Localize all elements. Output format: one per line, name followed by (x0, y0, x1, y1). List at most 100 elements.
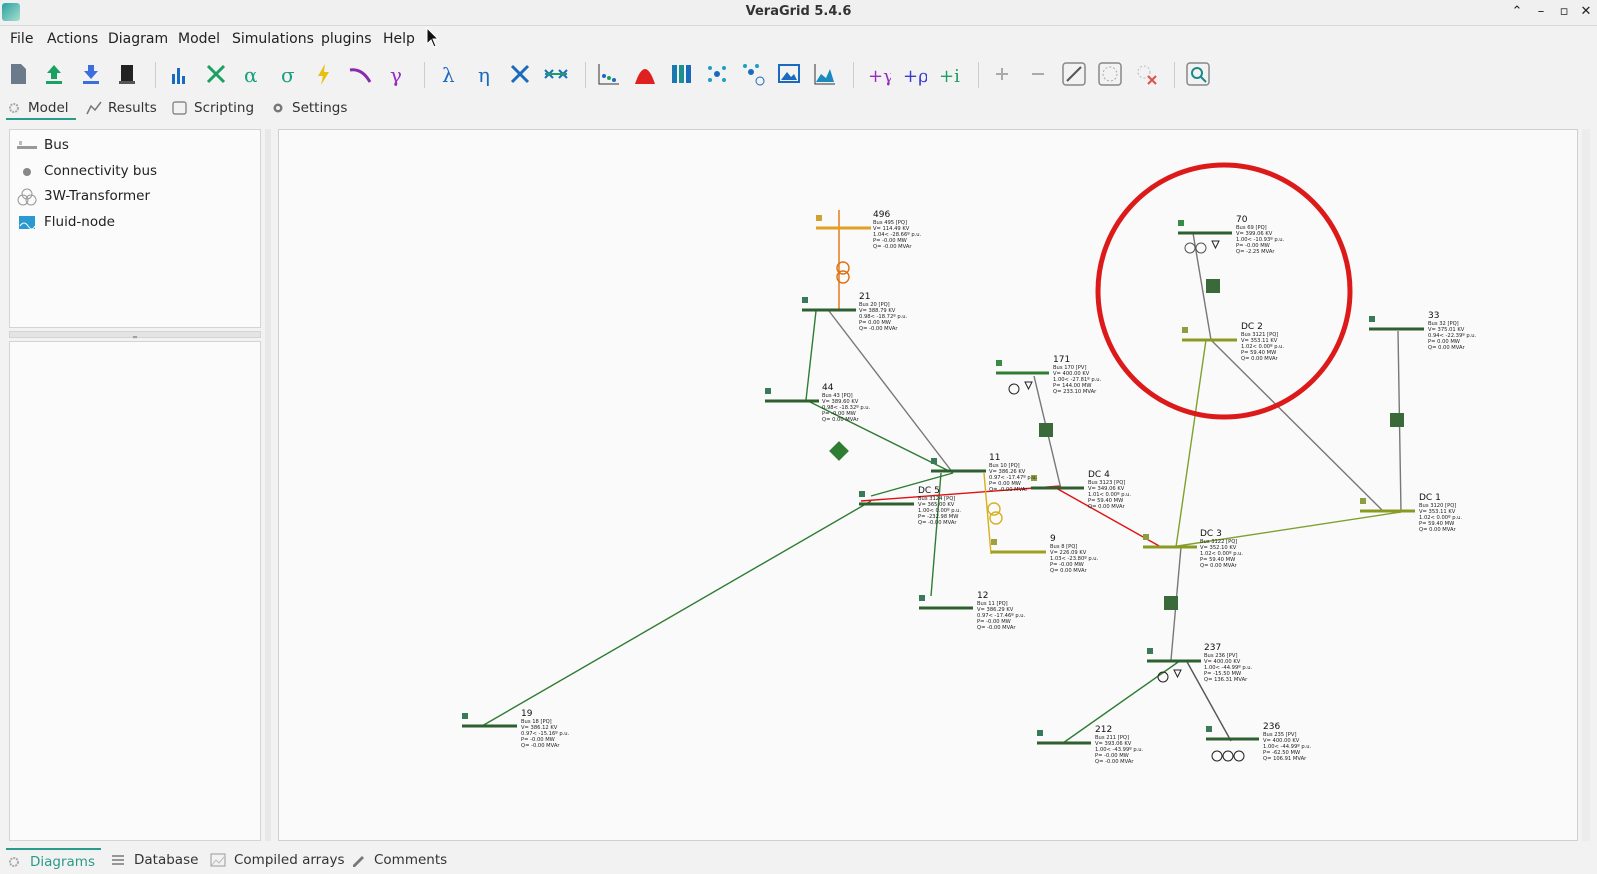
svg-text:P= -0.00 MW: P= -0.00 MW (1095, 753, 1129, 759)
lambda-icon[interactable]: λ (434, 60, 462, 88)
tab-diagrams[interactable]: Diagrams (6, 848, 101, 872)
power-flow-icon[interactable] (165, 60, 193, 88)
svg-text:λ: λ (442, 63, 455, 87)
upload-icon[interactable] (40, 60, 68, 88)
library-item-fluid-node[interactable]: Fluid-node (16, 212, 256, 234)
library-item-bus[interactable]: Bus (16, 135, 256, 157)
delete-selection-icon[interactable] (1132, 60, 1160, 88)
bottom-tabs: Diagrams Database Compiled arrays Commen… (0, 846, 1597, 874)
maximize-button[interactable]: ▫ (1559, 4, 1569, 19)
curve-icon[interactable] (346, 60, 374, 88)
tab-scripting[interactable]: Scripting (172, 98, 262, 120)
plugin-gamma-icon[interactable]: +γ (863, 60, 894, 88)
plugin-i-icon[interactable]: +i (935, 60, 963, 88)
svg-text:Q= -0.00 MVAr: Q= -0.00 MVAr (873, 244, 912, 250)
map-icon[interactable] (1096, 60, 1124, 88)
svg-text:19: 19 (521, 709, 533, 719)
svg-text:P= -15.50 MW: P= -15.50 MW (1204, 671, 1241, 677)
tab-model[interactable]: Model (6, 98, 76, 120)
svg-text:Q= 0.00 MVAr: Q= 0.00 MVAr (1419, 527, 1457, 533)
zoom-in-icon[interactable] (988, 60, 1016, 88)
new-file-icon[interactable] (4, 60, 32, 88)
svg-text:V= 349.06 KV: V= 349.06 KV (1088, 486, 1125, 492)
distribution-icon[interactable] (631, 60, 659, 88)
svg-text:Bus 170 [PV]: Bus 170 [PV] (1053, 365, 1086, 371)
search-diagram-icon[interactable] (1184, 60, 1212, 88)
image-chart-icon[interactable] (775, 60, 803, 88)
devices (829, 240, 1404, 762)
grid-diagram-canvas[interactable]: 496 Bus 495 [PQ] V= 114.49 KV 1.04< -28.… (278, 129, 1578, 841)
library-item-connectivity-bus[interactable]: Connectivity bus (16, 161, 256, 183)
contingency-series-icon[interactable] (542, 60, 570, 88)
alpha-icon[interactable]: α (238, 60, 266, 88)
svg-text:P= -62.50 MW: P= -62.50 MW (1263, 750, 1300, 756)
bus-label-236: 236 Bus 235 [PV] V= 400.00 KV 1.00< -44.… (1263, 722, 1312, 762)
svg-text:Bus 10 [PQ]: Bus 10 [PQ] (989, 463, 1020, 469)
svg-text:0.97< -17.47º p.u.: 0.97< -17.47º p.u. (989, 475, 1038, 481)
svg-text:Bus 3123 [PQ]: Bus 3123 [PQ] (1088, 480, 1125, 486)
tab-compiled-arrays[interactable]: Compiled arrays (210, 848, 345, 872)
tab-settings[interactable]: Settings (270, 98, 360, 120)
close-button[interactable]: ✕ (1580, 4, 1592, 19)
svg-text:Q= -0.00 MVAr: Q= -0.00 MVAr (859, 326, 898, 332)
download-icon[interactable] (77, 60, 105, 88)
library-item-3w-transformer[interactable]: 3W-Transformer (16, 186, 256, 208)
area-chart-icon[interactable] (811, 60, 839, 88)
tab-database[interactable]: Database (110, 848, 200, 872)
tab-results[interactable]: Results (86, 98, 166, 120)
bus-labels: 496 Bus 495 [PQ] V= 114.49 KV 1.04< -28.… (521, 210, 1477, 765)
sigma-icon[interactable]: σ (274, 60, 302, 88)
menu-model[interactable]: Model (178, 31, 221, 47)
menu-diagram[interactable]: Diagram (108, 31, 169, 47)
canvas-scrollbar[interactable] (1582, 129, 1590, 841)
app-logo-icon (2, 3, 20, 21)
tab-comments[interactable]: Comments (350, 848, 450, 872)
terminal-icon (172, 101, 187, 115)
bus-label-33: 33 Bus 32 [PQ] V= 375.01 KV 0.94< -22.39… (1428, 311, 1477, 351)
save-icon[interactable] (113, 60, 141, 88)
svg-text:V= 400.00 KV: V= 400.00 KV (1204, 659, 1241, 665)
zoom-out-icon[interactable] (1024, 60, 1052, 88)
menu-help[interactable]: Help (383, 31, 415, 47)
svg-text:1.00< -10.93º p.u.: 1.00< -10.93º p.u. (1236, 237, 1285, 243)
svg-text:V= 353.11 KV: V= 353.11 KV (1241, 338, 1278, 344)
gamma-icon[interactable]: γ (382, 60, 410, 88)
plugin-rho-icon[interactable]: +ρ (899, 60, 929, 88)
eta-icon[interactable]: η (470, 60, 498, 88)
menu-plugins[interactable]: plugins (321, 31, 372, 47)
title-bar: VeraGrid 5.4.6 ⌃ – ▫ ✕ (0, 0, 1597, 26)
properties-panel (9, 341, 261, 841)
menu-simulations[interactable]: Simulations (232, 31, 314, 47)
svg-text:DC 3: DC 3 (1200, 529, 1222, 539)
cluster-time-icon[interactable] (739, 60, 767, 88)
svg-text:Bus 3124 [PQ]: Bus 3124 [PQ] (918, 496, 955, 502)
grid-diagram[interactable]: 496 Bus 495 [PQ] V= 114.49 KV 1.04< -28.… (279, 130, 1578, 841)
panel-splitter[interactable]: ‗ (9, 330, 261, 338)
svg-text:V= 399.06 KV: V= 399.06 KV (1236, 231, 1273, 237)
svg-text:α: α (244, 63, 258, 87)
svg-text:η: η (478, 63, 490, 87)
vertical-splitter[interactable] (265, 129, 271, 841)
menu-actions[interactable]: Actions (47, 31, 99, 47)
chevron-up-icon[interactable]: ⌃ (1511, 4, 1523, 19)
short-circuit-icon[interactable] (202, 60, 230, 88)
cluster-icon[interactable] (703, 60, 731, 88)
scatter-chart-icon[interactable] (595, 60, 623, 88)
toolbar: α σ γ λ η +γ +ρ +i (0, 54, 1597, 94)
lightning-icon[interactable] (310, 60, 338, 88)
svg-text:11: 11 (989, 453, 1000, 463)
svg-text:Q= -0.00 MVAr: Q= -0.00 MVAr (989, 487, 1028, 493)
minimize-button[interactable]: – (1537, 4, 1545, 19)
svg-text:V= 386.26 KV: V= 386.26 KV (989, 469, 1026, 475)
svg-text:Q= -2.25 MVAr: Q= -2.25 MVAr (1236, 249, 1275, 255)
bus-bars[interactable] (462, 226, 1424, 745)
bus-label-dc1: DC 1 Bus 3120 [PQ] V= 353.11 KV 1.02< 0.… (1419, 493, 1462, 533)
svg-text:Bus 20 [PQ]: Bus 20 [PQ] (859, 302, 890, 308)
columns-icon[interactable] (667, 60, 695, 88)
draw-line-icon[interactable] (1060, 60, 1088, 88)
svg-text:Q= 0.00 MVAr: Q= 0.00 MVAr (1200, 563, 1238, 569)
menu-file[interactable]: File (10, 31, 34, 47)
bus-label-dc3: DC 3 Bus 3122 [PQ] V= 352.10 KV 1.02< 0.… (1200, 529, 1243, 569)
contingency-icon[interactable] (506, 60, 534, 88)
svg-text:1.00< -27.81º p.u.: 1.00< -27.81º p.u. (1053, 377, 1102, 383)
